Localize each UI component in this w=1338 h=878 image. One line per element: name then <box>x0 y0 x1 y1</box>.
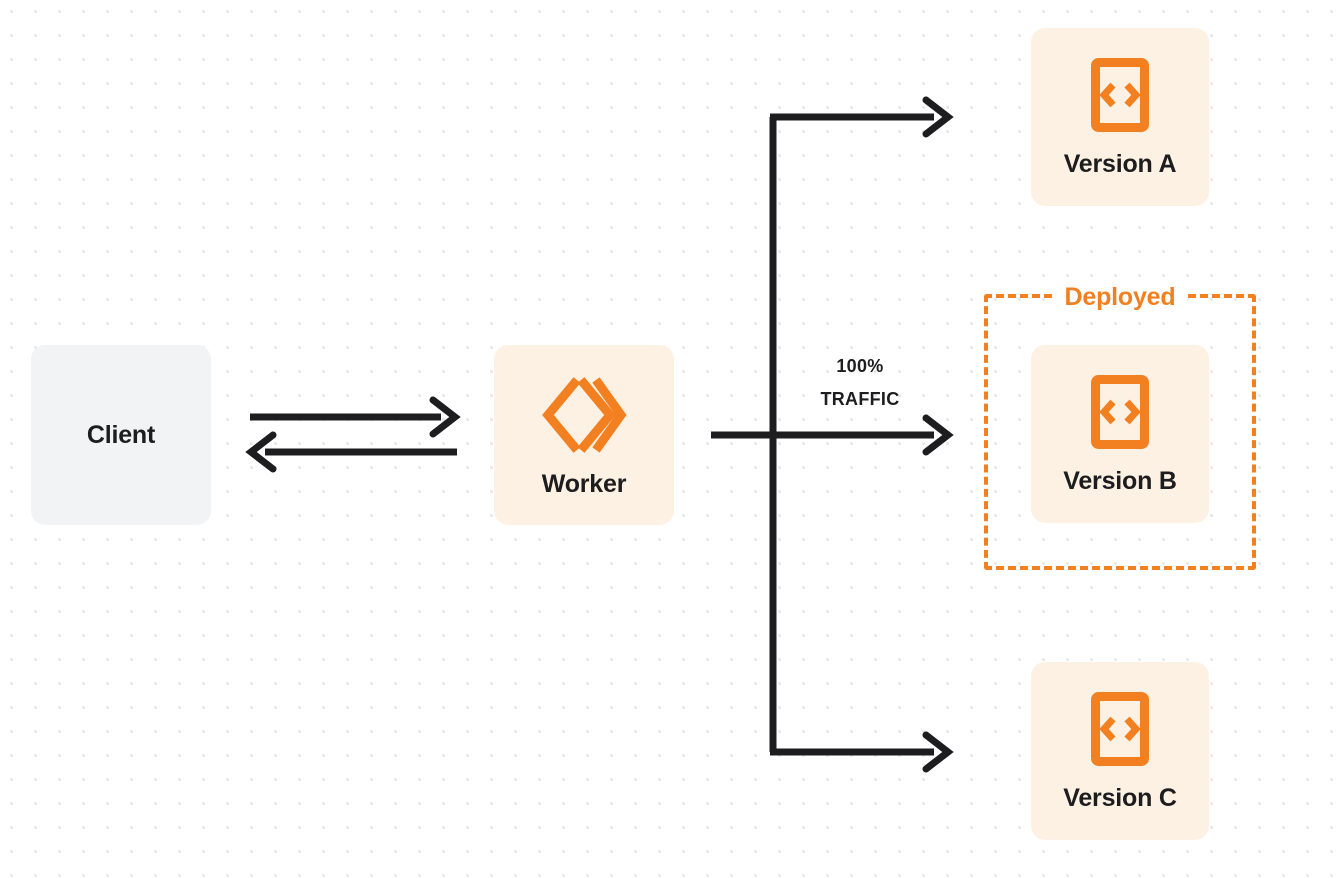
node-version-c-label: Version C <box>1063 783 1177 812</box>
code-file-icon <box>1091 374 1149 449</box>
edge-worker-to-version-c <box>770 735 948 769</box>
cloudflare-workers-logo-icon <box>541 374 627 456</box>
deployed-group: Deployed <box>984 282 1256 570</box>
edge-worker-to-version-b <box>711 418 948 452</box>
edge-worker-to-version-a <box>770 100 948 134</box>
edge-client-to-worker <box>250 400 455 434</box>
node-client-label: Client <box>86 420 156 449</box>
node-worker-label: Worker <box>541 469 627 498</box>
node-version-b[interactable]: Version B <box>1031 345 1209 523</box>
edge-worker-to-client <box>251 435 457 469</box>
node-version-b-label: Version B <box>1063 466 1177 495</box>
traffic-label: 100% TRAFFIC <box>790 350 930 416</box>
deployed-group-label: Deployed <box>1052 282 1188 312</box>
node-version-c[interactable]: Version C <box>1031 662 1209 840</box>
code-file-icon <box>1091 691 1149 766</box>
node-version-a-label: Version A <box>1063 149 1177 178</box>
node-client[interactable]: Client <box>31 345 211 525</box>
node-version-a[interactable]: Version A <box>1031 28 1209 206</box>
code-file-icon <box>1091 57 1149 132</box>
traffic-caption: TRAFFIC <box>820 389 900 409</box>
node-worker[interactable]: Worker <box>494 345 674 525</box>
traffic-percent: 100% <box>836 356 884 376</box>
